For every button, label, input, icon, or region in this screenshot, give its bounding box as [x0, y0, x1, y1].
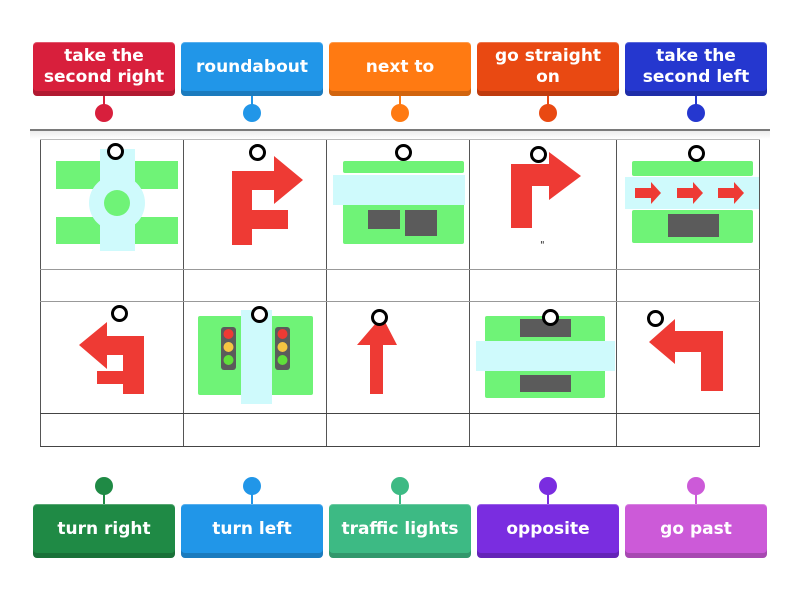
label-connector	[399, 488, 401, 504]
image-pin-hole	[542, 309, 559, 326]
turn-left-arrow-image	[617, 302, 759, 413]
image-pin-hole	[111, 305, 128, 322]
label-turn-right[interactable]: turn right	[33, 504, 175, 558]
label-pin-dot-icon	[539, 104, 557, 122]
image-pin-hole	[249, 144, 266, 161]
label-opposite[interactable]: opposite	[477, 504, 619, 558]
label-pin-dot-icon	[95, 477, 113, 495]
label-text: turn left	[212, 518, 292, 539]
drop-slot-2-5[interactable]	[617, 414, 759, 446]
image-pin-hole	[530, 146, 547, 163]
drop-slot-2-2[interactable]	[184, 414, 326, 446]
label-pin-dot-icon	[539, 477, 557, 495]
label-traffic-lights[interactable]: traffic lights	[329, 504, 471, 558]
opposite-image	[470, 302, 616, 413]
table-top-shadow	[30, 131, 770, 139]
label-text: traffic lights	[341, 518, 459, 539]
label-roundabout[interactable]: roundabout	[181, 42, 323, 96]
drop-slot-1-3[interactable]	[327, 270, 469, 301]
label-text: second right	[43, 67, 165, 87]
drop-slot-1-1[interactable]	[41, 270, 183, 301]
label-next-to[interactable]: next to	[329, 42, 471, 96]
label-connector	[103, 488, 105, 504]
stray-mark: "	[540, 240, 545, 251]
label-connector	[547, 488, 549, 504]
label-text: on	[536, 67, 560, 87]
label-pin-dot-icon	[391, 477, 409, 495]
label-text: take the	[64, 46, 144, 66]
image-pin-hole	[251, 306, 268, 323]
label-text: go past	[660, 518, 732, 539]
image-pin-hole	[647, 310, 664, 327]
image-pin-hole	[395, 144, 412, 161]
label-text: roundabout	[196, 56, 308, 77]
label-connector	[251, 488, 253, 504]
next-to-image	[327, 140, 469, 269]
label-text: second left	[642, 67, 750, 87]
label-text: turn right	[57, 518, 151, 539]
traffic-lights-image	[184, 302, 326, 413]
label-text: opposite	[506, 518, 590, 539]
second-right-arrow-image	[184, 140, 326, 269]
label-text: take the	[656, 46, 736, 66]
label-go-past[interactable]: go past	[625, 504, 767, 558]
turn-right-arrow-image: "	[470, 140, 616, 269]
drop-slot-2-4[interactable]	[470, 414, 616, 446]
drop-slot-2-1[interactable]	[41, 414, 183, 446]
straight-on-arrow-image	[327, 302, 469, 413]
roundabout-image	[41, 140, 183, 269]
label-text: go straight	[494, 46, 602, 66]
label-pin-dot-icon	[95, 104, 113, 122]
image-pin-hole	[371, 309, 388, 326]
go-past-image	[617, 140, 759, 269]
label-pin-dot-icon	[687, 477, 705, 495]
drop-slot-1-2[interactable]	[184, 270, 326, 301]
label-pin-dot-icon	[243, 477, 261, 495]
label-pin-dot-icon	[687, 104, 705, 122]
label-connector	[695, 488, 697, 504]
drop-slot-2-3[interactable]	[327, 414, 469, 446]
label-text: next to	[365, 56, 435, 77]
label-pin-dot-icon	[391, 104, 409, 122]
drop-slot-1-4[interactable]	[470, 270, 616, 301]
table-top-border	[30, 129, 770, 131]
label-turn-left[interactable]: turn left	[181, 504, 323, 558]
second-left-arrow-image	[41, 302, 183, 413]
label-pin-dot-icon	[243, 104, 261, 122]
drop-slot-1-5[interactable]	[617, 270, 759, 301]
image-pin-hole	[107, 143, 124, 160]
image-pin-hole	[688, 145, 705, 162]
